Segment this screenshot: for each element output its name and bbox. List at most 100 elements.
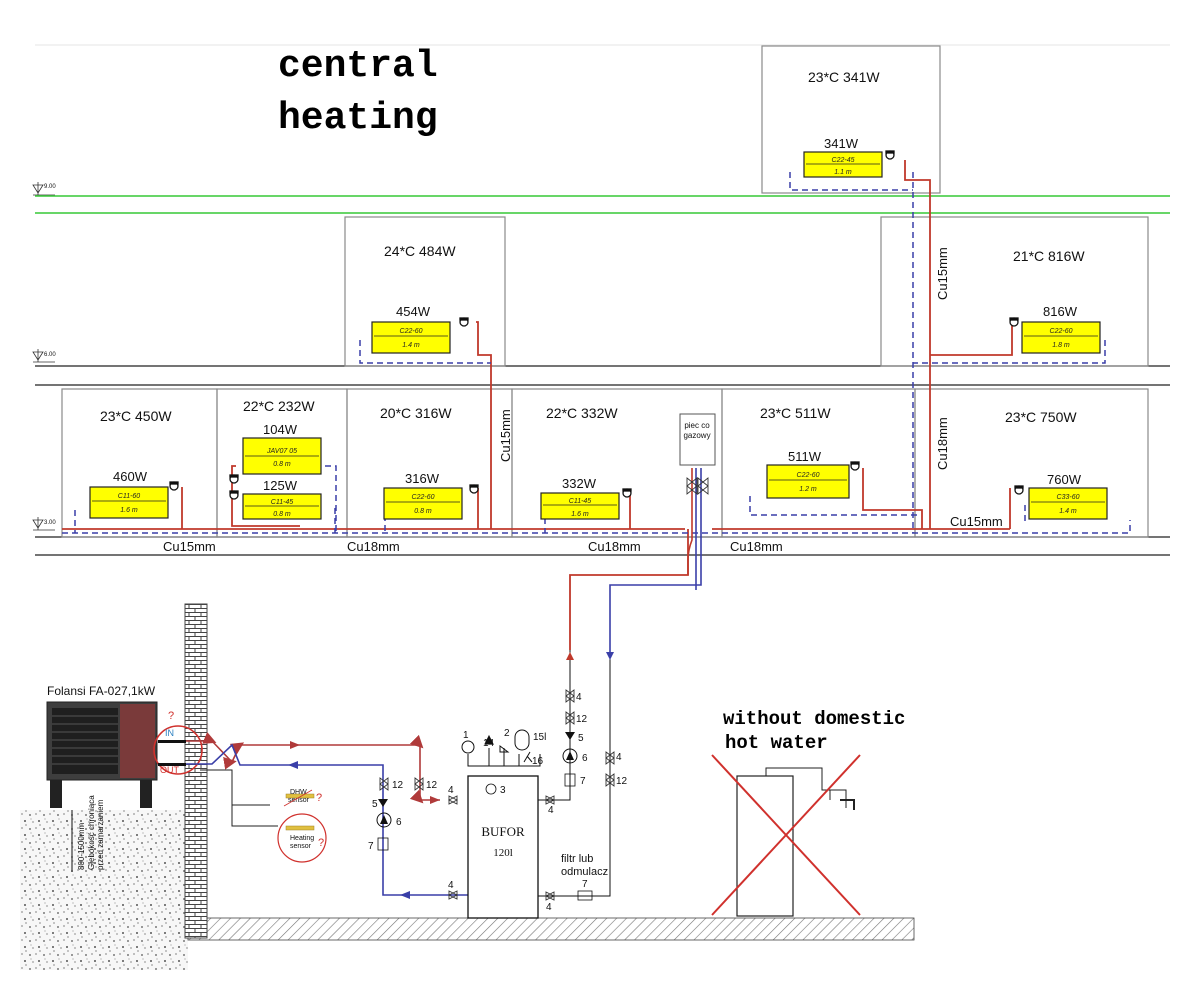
flow-arrow-icon bbox=[566, 652, 574, 660]
svg-text:454W: 454W bbox=[396, 304, 431, 319]
svg-text:9.00: 9.00 bbox=[44, 184, 56, 190]
heat-pump-unit: Folansi FA-027,1kW bbox=[46, 684, 158, 808]
svg-text:IN: IN bbox=[165, 728, 174, 738]
room-label-20: 20*C 316W bbox=[380, 405, 452, 421]
svg-text:filtr lub: filtr lub bbox=[561, 853, 593, 865]
flow-arrow-icon bbox=[430, 796, 440, 804]
svg-text:1.6 m: 1.6 m bbox=[571, 511, 589, 518]
room-label-21: 21*C 816W bbox=[1013, 248, 1085, 264]
svg-text:511W: 511W bbox=[788, 449, 822, 464]
boiler-valve-icon bbox=[686, 477, 698, 495]
radiator-23c: C33-60 1.4 m 760W bbox=[1028, 472, 1108, 520]
svg-text:3.00: 3.00 bbox=[44, 520, 56, 526]
svg-text:3: 3 bbox=[500, 785, 506, 796]
svg-text:316W: 316W bbox=[405, 471, 440, 486]
room-21 bbox=[880, 216, 1149, 367]
svg-text:OUT: OUT bbox=[160, 765, 180, 775]
svg-text:JAV07 05: JAV07 05 bbox=[266, 448, 297, 455]
svg-text:przed zamarzaniem: przed zamarzaniem bbox=[96, 799, 105, 870]
svg-text:0.8 m: 0.8 m bbox=[414, 508, 432, 515]
svg-text:341W: 341W bbox=[824, 136, 859, 151]
ground-gravel bbox=[20, 810, 188, 970]
flow-arrow-icon bbox=[606, 652, 614, 660]
svg-text:odmulacz: odmulacz bbox=[561, 866, 608, 878]
boiler-return-riser bbox=[609, 468, 702, 655]
pipe-label-bottom-2: Cu18mm bbox=[347, 539, 400, 554]
filter-icon bbox=[377, 837, 389, 851]
valve-icon bbox=[605, 751, 615, 765]
svg-text:piec co: piec co bbox=[684, 421, 710, 430]
room-label-24: 24*C 484W bbox=[384, 243, 456, 259]
expansion-vessel-icon bbox=[514, 729, 530, 751]
hp-cable bbox=[200, 769, 278, 827]
room-label-23b: 23*C 511W bbox=[760, 405, 831, 421]
headline-line-1: central bbox=[278, 45, 438, 88]
pipe-label-riser-right: Cu18mm bbox=[935, 417, 950, 470]
dhw-sensor: DHW sensor ? bbox=[283, 789, 322, 807]
pump-icon bbox=[562, 748, 578, 764]
headline-line-2: heating bbox=[278, 97, 438, 140]
valve-icon bbox=[447, 795, 459, 805]
hp-circuit-fittings: 12 5 6 7 12 4 4 bbox=[368, 777, 459, 900]
fitting-label: 2 bbox=[504, 728, 510, 739]
svg-text:12: 12 bbox=[426, 780, 438, 791]
filter-icon bbox=[564, 773, 576, 787]
radiator-attic: C22-45 1.1 m 341W bbox=[803, 136, 883, 178]
supply-pipes bbox=[62, 160, 1013, 650]
pipe-label-riser-mid: Cu15mm bbox=[498, 409, 513, 462]
svg-text:C11-60: C11-60 bbox=[118, 493, 141, 500]
radiator-23a: C11-60 1.6 m 460W bbox=[89, 469, 169, 519]
valve-icon bbox=[544, 891, 556, 901]
thermostatic-valves bbox=[169, 150, 1024, 500]
radiator-23b: C22-60 1.2 m 511W bbox=[766, 449, 850, 499]
air-vent-icon bbox=[484, 734, 494, 745]
thermostat-valve-icon bbox=[469, 484, 479, 494]
thermostat-valve-icon bbox=[169, 481, 179, 491]
mud-separator-icon bbox=[577, 890, 593, 901]
svg-text:BUFOR: BUFOR bbox=[481, 824, 525, 839]
valve-icon bbox=[565, 689, 575, 703]
dhw-tank-crossed bbox=[711, 754, 861, 917]
fitting-label: 14 bbox=[483, 738, 495, 749]
room-label-23a: 23*C 450W bbox=[100, 408, 172, 424]
svg-text:104W: 104W bbox=[263, 422, 298, 437]
svg-text:gazowy: gazowy bbox=[683, 431, 710, 440]
svg-text:7: 7 bbox=[580, 776, 586, 787]
room-label-attic: 23*C 341W bbox=[808, 69, 880, 85]
valve-icon bbox=[379, 777, 389, 791]
room-attic bbox=[761, 45, 941, 194]
thermostat-valve-icon bbox=[850, 461, 860, 471]
radiator-24: C22-60 1.4 m 454W bbox=[371, 304, 451, 354]
radiator-22b: C11-45 1.6 m 332W bbox=[540, 476, 620, 520]
svg-text:4: 4 bbox=[546, 902, 552, 913]
svg-text:12: 12 bbox=[576, 714, 588, 725]
svg-text:Heating: Heating bbox=[290, 835, 314, 842]
svg-text:4: 4 bbox=[448, 785, 454, 796]
svg-text:C33-60: C33-60 bbox=[1057, 494, 1080, 501]
hp-return-line bbox=[186, 743, 468, 896]
svg-text:6.00: 6.00 bbox=[44, 352, 56, 358]
room-23c bbox=[914, 388, 1149, 538]
radiator-22a-top: JAV07 05 0.8 m 104W bbox=[242, 422, 322, 475]
svg-text:C22-60: C22-60 bbox=[797, 472, 820, 479]
pipe-label-bottom-4: Cu18mm bbox=[730, 539, 783, 554]
return-pipes bbox=[62, 172, 1131, 534]
svg-text:sensor: sensor bbox=[288, 797, 310, 804]
room-label-22a: 22*C 232W bbox=[243, 398, 315, 414]
radiator-20: C22-60 0.8 m 316W bbox=[383, 471, 463, 520]
svg-text:?: ? bbox=[318, 837, 324, 849]
svg-text:C22-60: C22-60 bbox=[400, 328, 423, 335]
radiator-22a-bottom: C11-45 0.8 m 125W bbox=[242, 478, 322, 520]
svg-text:DHW: DHW bbox=[290, 789, 307, 796]
svg-text:C22-60: C22-60 bbox=[412, 494, 435, 501]
thermostat-valve-icon bbox=[229, 490, 239, 500]
svg-text:Głębokość chroniąca: Głębokość chroniąca bbox=[87, 795, 96, 870]
svg-text:1.6 m: 1.6 m bbox=[120, 507, 138, 514]
svg-text:460W: 460W bbox=[113, 469, 148, 484]
fitting-label: 1 bbox=[463, 730, 469, 741]
svg-text:5: 5 bbox=[372, 799, 378, 810]
svg-text:5: 5 bbox=[578, 733, 584, 744]
svg-text:sensor: sensor bbox=[290, 843, 312, 850]
pipe-label-riser-top: Cu15mm bbox=[935, 247, 950, 300]
